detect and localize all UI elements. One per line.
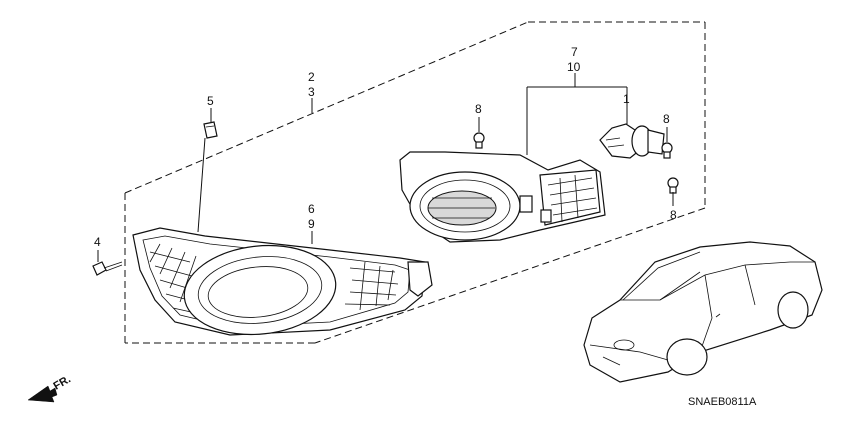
callout-8-right-upper: 8	[663, 112, 670, 126]
fog-light-unit	[399, 151, 606, 243]
callout-labels: 1 2 3 4 5 6 7 8 8 8 9 10 FR. SNAEB0811A	[52, 45, 757, 408]
callout-7: 7	[571, 45, 578, 59]
screw-part-8-right-upper	[661, 127, 673, 159]
callout-2: 2	[308, 70, 315, 84]
fog-light-garnish	[132, 227, 433, 336]
leader-lines	[311, 73, 628, 244]
clip-part-5	[197, 108, 218, 233]
bulb-part-1	[599, 105, 665, 159]
screw-part-8-left	[473, 117, 485, 149]
front-indicator-label: FR.	[52, 373, 73, 392]
callout-4: 4	[94, 235, 101, 249]
callout-9: 9	[308, 217, 315, 231]
car-illustration	[583, 241, 823, 383]
callout-8-right-lower: 8	[670, 208, 677, 222]
front-arrow-icon	[27, 385, 58, 403]
screw-part-8-right-lower	[667, 177, 679, 206]
screw-part-4	[92, 250, 123, 276]
callout-8-left: 8	[475, 102, 482, 116]
callout-3: 3	[308, 85, 315, 99]
diagram-code: SNAEB0811A	[688, 396, 757, 408]
assembly-boundary	[124, 21, 706, 344]
callout-1: 1	[623, 92, 630, 106]
callout-5: 5	[207, 94, 214, 108]
callout-10: 10	[567, 60, 581, 74]
callout-6: 6	[308, 202, 315, 216]
